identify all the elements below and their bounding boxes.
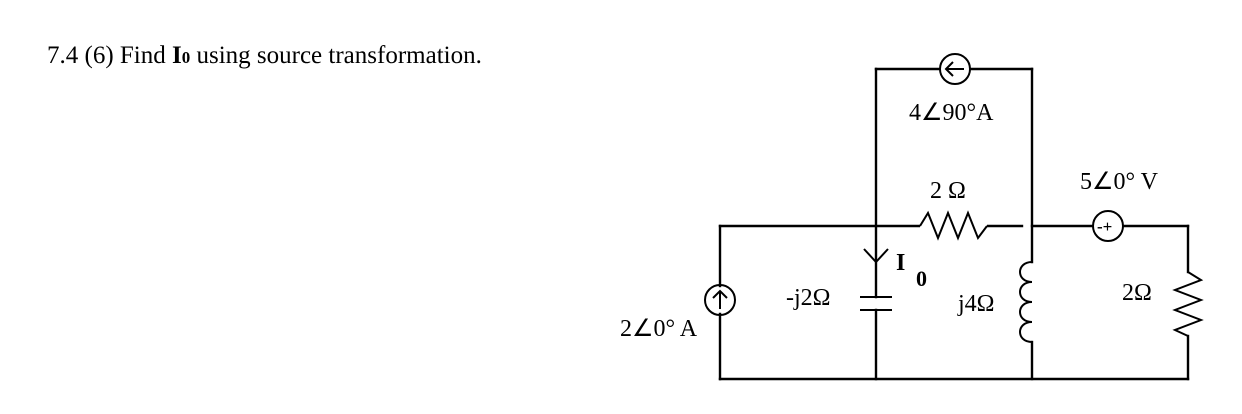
resistor-middle	[919, 210, 988, 241]
resistor-right-label: 2Ω	[1122, 280, 1152, 306]
current-arrow	[863, 248, 889, 264]
current-source-left-label: 2∠0° A	[620, 316, 698, 342]
current-source-top-label: 4∠90°A	[909, 100, 994, 126]
wiring	[718, 67, 1190, 381]
current-label: I	[896, 250, 905, 276]
problem-statement: 7.4 (6) Find I0 using source transformat…	[47, 42, 482, 70]
problem-rest: using source transformation.	[190, 42, 482, 69]
inductor-label: j4Ω	[957, 291, 995, 317]
voltage-source-polarity: -+	[1097, 217, 1112, 236]
problem-current-subscript: 0	[181, 48, 191, 67]
current-source-top	[939, 53, 971, 85]
current-label-subscript: 0	[916, 266, 927, 291]
current-source-left	[704, 284, 736, 316]
resistor-right	[1172, 271, 1204, 337]
voltage-source	[1092, 210, 1124, 242]
problem-number: 7.4 (6) Find	[47, 42, 172, 69]
voltage-source-label: 5∠0° V	[1080, 169, 1159, 195]
problem-current-symbol: I	[172, 42, 182, 69]
capacitor	[860, 296, 892, 311]
resistor-middle-label: 2 Ω	[930, 178, 966, 204]
capacitor-label: -j2Ω	[786, 285, 831, 311]
inductor	[1019, 261, 1033, 343]
